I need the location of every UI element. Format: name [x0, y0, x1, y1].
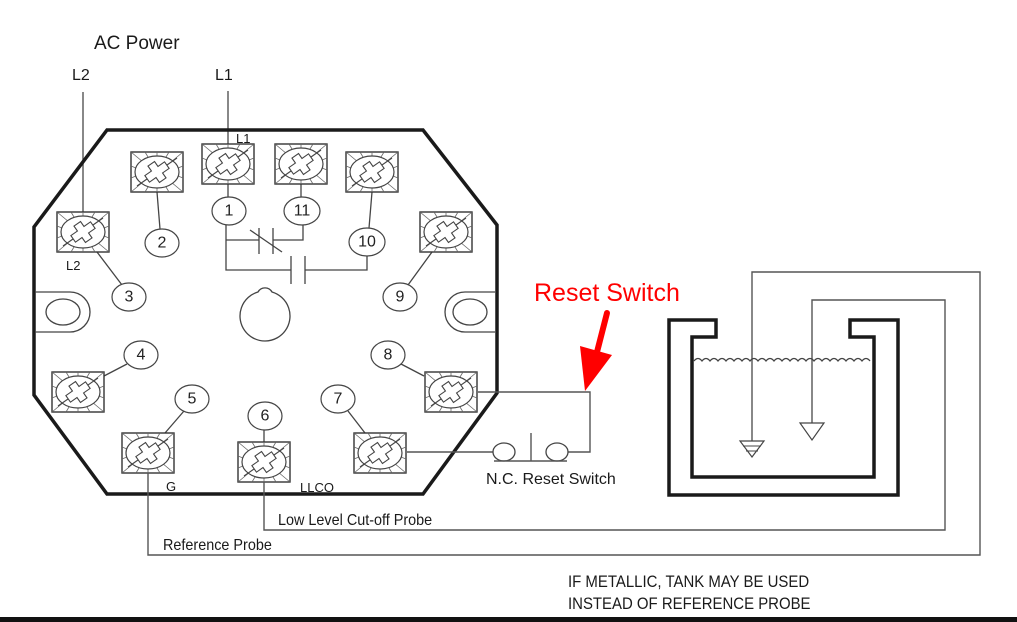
terminal-number-10: 10 [348, 227, 386, 257]
reference-probe-label: Reference Probe [163, 536, 272, 554]
terminal-1-screw [201, 143, 255, 185]
llco-probe-wire [263, 299, 946, 531]
terminal-number-3: 3 [111, 282, 147, 312]
terminal-3-screw [56, 211, 110, 253]
terminal-number-1: 1 [211, 196, 247, 226]
terminal-number-9: 9 [382, 282, 418, 312]
terminal-11-screw [274, 143, 328, 185]
note-line-2: INSTEAD OF REFERENCE PROBE [568, 595, 811, 613]
svg-text:10: 10 [358, 234, 376, 251]
left-mounting-ear [35, 291, 91, 333]
nc-reset-switch-label: N.C. Reset Switch [486, 471, 616, 488]
terminal-number-6: 6 [247, 401, 283, 431]
terminal-5-screw [121, 432, 175, 474]
relay-base-housing [32, 128, 499, 496]
svg-text:5: 5 [188, 391, 197, 408]
svg-text:2: 2 [158, 235, 167, 252]
terminal-leaders [96, 184, 433, 442]
note-line-1: IF METALLIC, TANK MAY BE USED [568, 573, 809, 591]
terminal-number-8: 8 [370, 340, 406, 370]
terminal-number-7: 7 [320, 384, 356, 414]
svg-text:4: 4 [137, 347, 146, 364]
l2-line-label: L2 [72, 67, 90, 84]
terminal-g-label: G [166, 479, 176, 494]
keyhole-slot [239, 287, 291, 342]
terminal-7-screw [353, 432, 407, 474]
ac-power-title: AC Power [94, 33, 180, 54]
water-surface [693, 357, 871, 363]
red-arrow-icon [580, 310, 612, 391]
terminal-9-screw [419, 211, 473, 253]
svg-text:6: 6 [261, 408, 270, 425]
terminal-6-screw [237, 441, 291, 483]
terminal-llco-label: LLCO [300, 480, 334, 495]
terminal-l1-label: L1 [236, 131, 250, 146]
terminal-number-4: 4 [123, 340, 159, 370]
l1-line-label: L1 [215, 67, 233, 84]
svg-text:11: 11 [294, 203, 311, 220]
svg-text:9: 9 [396, 289, 405, 306]
llco-probe-tip [798, 422, 826, 442]
nc-reset-switch [407, 391, 591, 462]
svg-text:1: 1 [225, 203, 234, 220]
reference-probe-tip [738, 440, 766, 458]
nc-contact-slash [249, 229, 283, 253]
right-mounting-ear [444, 291, 495, 333]
svg-text:7: 7 [334, 391, 343, 408]
tank [667, 318, 900, 497]
terminal-8-screw [424, 371, 478, 413]
terminal-4-screw [51, 371, 105, 413]
terminal-l2-label: L2 [66, 258, 80, 273]
reference-probe-wire [147, 271, 981, 556]
internal-contacts [225, 225, 368, 284]
svg-text:3: 3 [125, 289, 134, 306]
llco-probe-label: Low Level Cut-off Probe [278, 511, 432, 529]
terminal-10-screw [345, 151, 399, 193]
terminal-number-11: 11 [283, 196, 321, 226]
svg-text:8: 8 [384, 347, 393, 364]
terminal-number-5: 5 [174, 384, 210, 414]
bottom-rule [0, 617, 1017, 622]
reset-switch-annotation: Reset Switch [534, 279, 680, 307]
terminal-2-screw [130, 151, 184, 193]
terminal-number-2: 2 [144, 228, 180, 258]
